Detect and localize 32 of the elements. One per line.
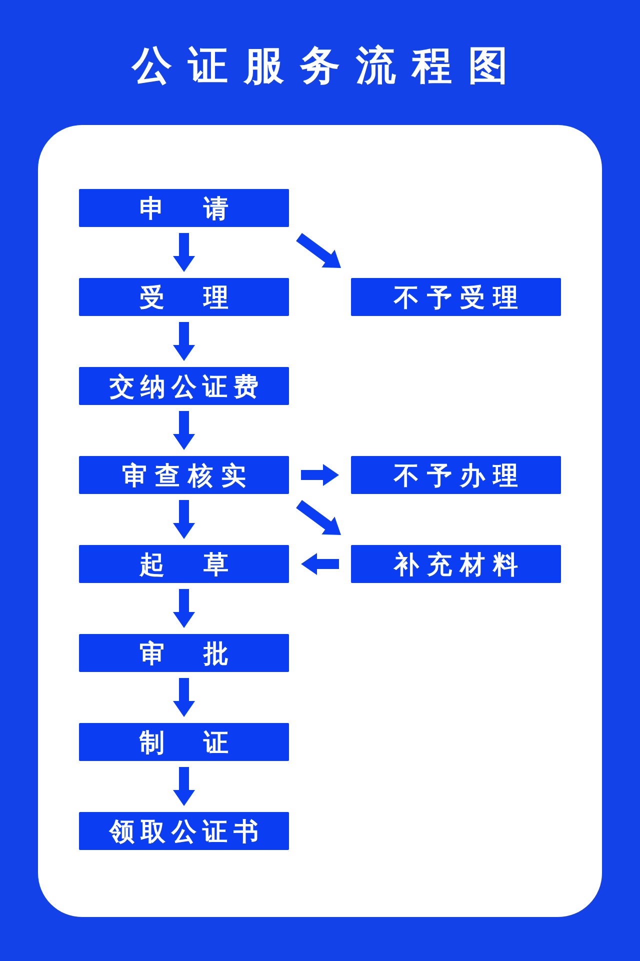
arrow xyxy=(173,589,195,628)
step-label: 审批 xyxy=(138,640,268,666)
title: 公证服务流程图 xyxy=(130,46,524,86)
arrow xyxy=(173,500,195,539)
step-label: 申请 xyxy=(138,196,268,220)
process-box xyxy=(79,634,289,672)
arrow xyxy=(173,411,195,450)
step-label: 领取公证书 xyxy=(108,818,264,844)
step-label: 交纳公证费 xyxy=(108,374,264,398)
step-label: 制证 xyxy=(138,730,268,754)
process-box xyxy=(79,367,289,405)
process-box xyxy=(79,189,289,227)
arrow xyxy=(173,322,195,361)
step-label: 审查核实 xyxy=(121,462,254,488)
arrow xyxy=(173,233,195,272)
arrow xyxy=(173,678,195,717)
arrow xyxy=(173,767,195,806)
process-box xyxy=(79,723,289,761)
arrow xyxy=(301,464,339,486)
step-label: 起草 xyxy=(138,552,268,576)
step-label: 不予办理 xyxy=(392,462,526,488)
process-box xyxy=(351,278,561,316)
process-box xyxy=(79,545,289,583)
step-label: 补充材料 xyxy=(392,552,526,576)
arrow xyxy=(301,553,339,575)
process-box xyxy=(79,456,289,494)
process-box xyxy=(79,278,289,316)
process-box xyxy=(79,812,289,850)
step-label: 受理 xyxy=(138,284,268,310)
process-box xyxy=(351,456,561,494)
process-box xyxy=(351,545,561,583)
step-label: 不予受理 xyxy=(392,284,526,310)
